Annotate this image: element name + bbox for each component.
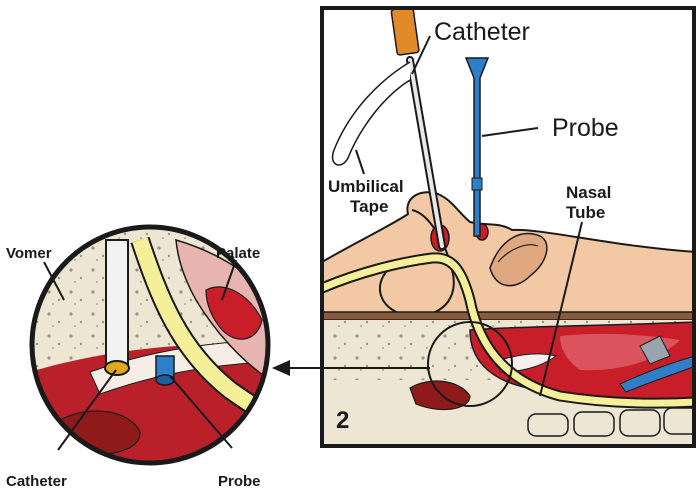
label-nasal-2: Tube — [566, 203, 605, 222]
label-catheter-top: Catheter — [434, 18, 530, 46]
label-probe-top: Probe — [552, 114, 619, 142]
label-palate: Palate — [216, 245, 260, 262]
label-catheter-bottom: Catheter — [6, 473, 67, 490]
label-umbilical-2: Tape — [350, 197, 388, 216]
panel-number: 2 — [336, 407, 349, 434]
label-probe-bottom: Probe — [218, 473, 261, 490]
label-nasal-1: Nasal — [566, 183, 611, 202]
label-umbilical-1: Umbilical — [328, 177, 404, 196]
main-panel — [322, 7, 696, 446]
label-vomer: Vomer — [6, 245, 52, 262]
section-band — [322, 312, 696, 320]
